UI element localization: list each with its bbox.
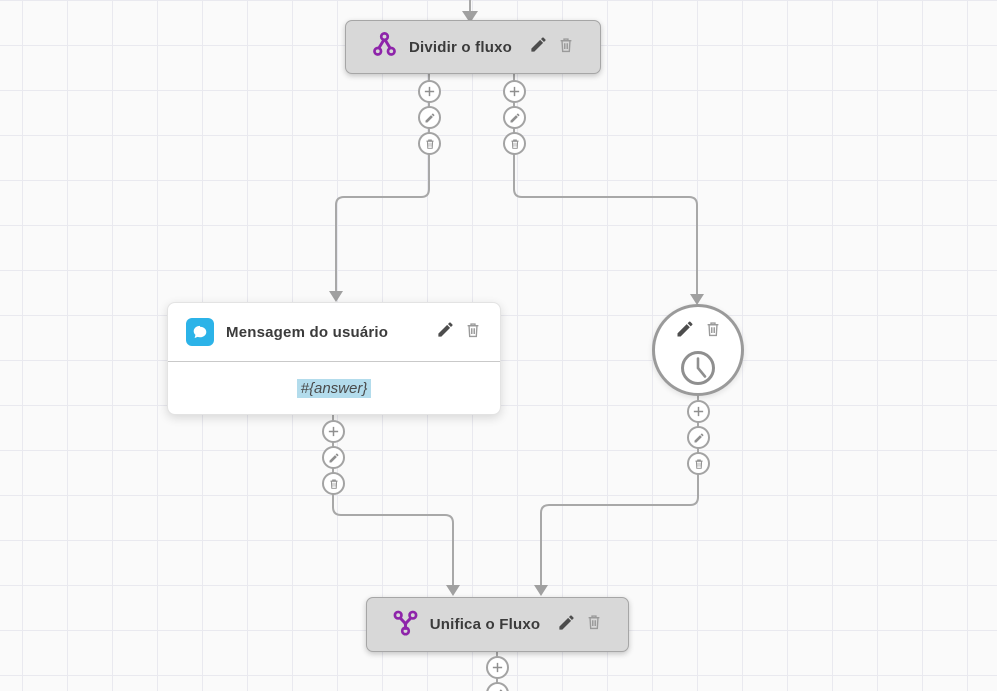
- node-title: Dividir o fluxo: [408, 38, 512, 56]
- arrowhead-icon: [446, 585, 460, 596]
- connector: [540, 395, 699, 587]
- edit-connection-button[interactable]: [322, 446, 345, 469]
- trash-icon[interactable]: [557, 36, 575, 59]
- clock-icon: [678, 348, 718, 393]
- split-flow-icon: [371, 31, 398, 63]
- merge-flow-node[interactable]: Unifica o Fluxo: [366, 597, 629, 652]
- arrowhead-icon: [329, 291, 343, 302]
- trash-icon[interactable]: [585, 613, 603, 636]
- add-step-button[interactable]: [503, 80, 526, 103]
- node-title: Unifica o Fluxo: [429, 616, 541, 633]
- card-body: #{answer}: [168, 362, 500, 415]
- variable-chip: #{answer}: [296, 379, 372, 398]
- merge-flow-icon: [392, 609, 419, 641]
- user-message-node[interactable]: Mensagem do usuário #{answer}: [167, 302, 501, 415]
- trash-icon[interactable]: [704, 320, 722, 343]
- delete-connection-button[interactable]: [687, 452, 710, 475]
- edit-connection-button[interactable]: [486, 682, 509, 691]
- split-flow-node[interactable]: Dividir o fluxo: [345, 20, 601, 74]
- edit-connection-button[interactable]: [687, 426, 710, 449]
- card-header: Mensagem do usuário: [168, 303, 500, 361]
- node-title: Mensagem do usuário: [226, 323, 389, 341]
- pencil-icon[interactable]: [675, 319, 695, 344]
- delete-connection-button[interactable]: [503, 132, 526, 155]
- pencil-icon[interactable]: [436, 320, 455, 344]
- connector: [513, 74, 698, 296]
- delete-connection-button[interactable]: [418, 132, 441, 155]
- add-step-button[interactable]: [687, 400, 710, 423]
- edit-connection-button[interactable]: [418, 106, 441, 129]
- add-step-button[interactable]: [486, 656, 509, 679]
- connector: [335, 74, 430, 293]
- add-step-button[interactable]: [322, 420, 345, 443]
- pencil-icon[interactable]: [529, 35, 548, 59]
- pencil-icon[interactable]: [557, 613, 576, 637]
- arrowhead-icon: [534, 585, 548, 596]
- timer-node[interactable]: [652, 304, 744, 396]
- connector: [332, 415, 454, 587]
- divider: [168, 361, 500, 362]
- edit-connection-button[interactable]: [503, 106, 526, 129]
- delete-connection-button[interactable]: [322, 472, 345, 495]
- trash-icon[interactable]: [464, 321, 482, 344]
- chat-bubble-icon: [186, 318, 214, 346]
- add-step-button[interactable]: [418, 80, 441, 103]
